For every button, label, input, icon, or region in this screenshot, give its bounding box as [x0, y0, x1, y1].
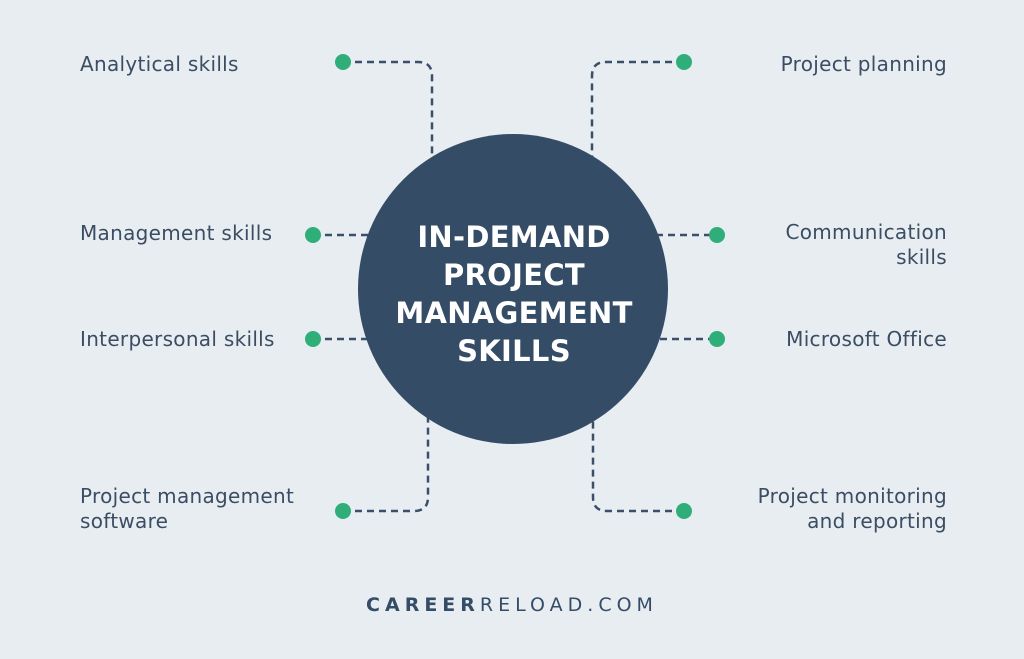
skill-label-line: Project monitoring — [757, 484, 947, 508]
skill-label-line: software — [80, 509, 169, 533]
center-title-line: MANAGEMENT — [395, 296, 633, 330]
skill-label-line: skills — [896, 245, 947, 269]
skill-label-monitoring-reporting: Project monitoring and reporting — [758, 484, 947, 534]
connector-monitoring-reporting — [591, 414, 684, 513]
dot-interpersonal-skills — [305, 331, 321, 347]
skill-label-analytical-skills: Analytical skills — [80, 52, 239, 77]
dot-monitoring-reporting — [676, 503, 692, 519]
skill-label-line: Analytical skills — [80, 52, 239, 76]
dot-analytical-skills — [335, 54, 351, 70]
dot-project-planning — [676, 54, 692, 70]
dot-communication-skills — [709, 227, 725, 243]
footer-brand: CAREERRELOAD.COM — [0, 594, 1024, 616]
skill-label-line: Project planning — [780, 52, 947, 76]
footer-brand-bold: CAREER — [366, 594, 480, 616]
skill-label-pm-software: Project management software — [80, 484, 294, 534]
skill-label-line: Project management — [80, 484, 295, 508]
center-circle — [358, 134, 668, 444]
dot-microsoft-office — [709, 331, 725, 347]
center-title-line: IN-DEMAND — [417, 220, 611, 254]
skill-label-interpersonal-skills: Interpersonal skills — [80, 327, 275, 352]
footer-brand-rest: RELOAD.COM — [479, 594, 658, 616]
dot-management-skills — [305, 227, 321, 243]
dot-pm-software — [335, 503, 351, 519]
skill-label-line: Microsoft Office — [786, 327, 947, 351]
skill-label-microsoft-office: Microsoft Office — [786, 327, 947, 352]
connector-analytical-skills — [343, 60, 434, 162]
center-title: IN-DEMAND PROJECT MANAGEMENT SKILLS — [364, 218, 664, 370]
center-title-line: PROJECT — [442, 258, 585, 292]
center-title-line: SKILLS — [457, 334, 571, 368]
skill-label-project-planning: Project planning — [781, 52, 947, 77]
connector-pm-software — [343, 414, 430, 513]
skill-label-line: Communication — [785, 220, 947, 244]
connector-project-planning — [590, 60, 684, 162]
skill-label-line: Interpersonal skills — [80, 327, 275, 351]
skill-label-line: and reporting — [807, 509, 947, 533]
skill-label-communication-skills: Communication skills — [785, 220, 947, 270]
skill-label-management-skills: Management skills — [80, 221, 272, 246]
skill-label-line: Management skills — [80, 221, 273, 245]
